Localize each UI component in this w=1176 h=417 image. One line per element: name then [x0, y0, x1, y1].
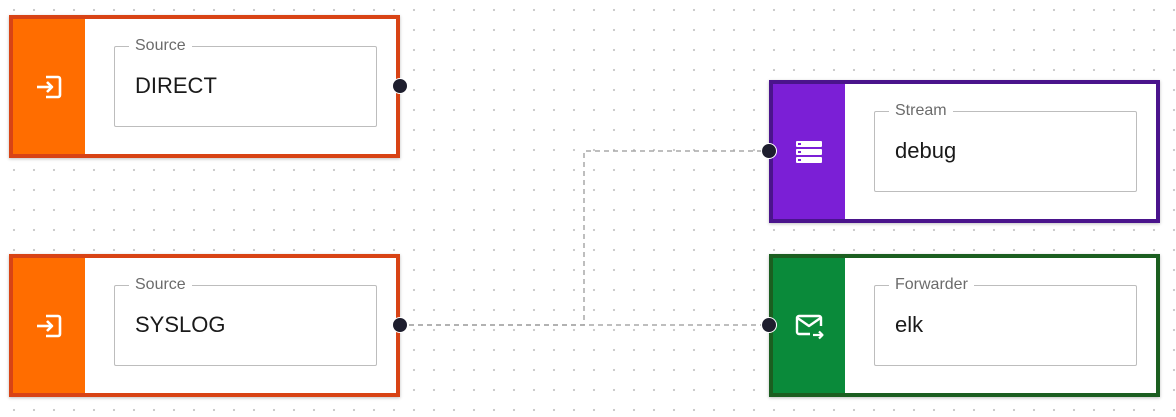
- field-label: Source: [129, 276, 192, 294]
- stream-debug-input-handle[interactable]: [761, 143, 777, 159]
- source-field[interactable]: Source SYSLOG: [114, 276, 377, 366]
- source-direct-output-handle[interactable]: [392, 78, 408, 94]
- field-value: DIRECT: [135, 73, 217, 98]
- node-icon-panel: [13, 258, 85, 393]
- forwarder-elk-input-handle[interactable]: [761, 317, 777, 333]
- field-value: elk: [895, 312, 924, 337]
- stream-node-debug[interactable]: Stream debug: [769, 80, 1160, 223]
- field-label: Source: [129, 37, 192, 55]
- login-icon: [37, 75, 62, 98]
- storage-list-icon: [796, 140, 822, 163]
- field-value: SYSLOG: [135, 312, 226, 337]
- forwarder-node-elk[interactable]: Forwarder elk: [769, 254, 1160, 397]
- stream-field[interactable]: Stream debug: [874, 102, 1137, 192]
- field-label: Stream: [889, 102, 953, 120]
- node-icon-panel: [773, 258, 845, 393]
- edge-syslog-to-stream[interactable]: [400, 150, 769, 326]
- field-label: Forwarder: [889, 276, 974, 294]
- field-value: debug: [895, 138, 957, 163]
- source-node-direct[interactable]: Source DIRECT: [9, 15, 400, 158]
- login-icon: [37, 314, 62, 337]
- source-field[interactable]: Source DIRECT: [114, 37, 377, 127]
- forward-mail-icon: [795, 314, 824, 339]
- node-icon-panel: [13, 19, 85, 154]
- source-syslog-output-handle[interactable]: [392, 317, 408, 333]
- forwarder-field[interactable]: Forwarder elk: [874, 276, 1137, 366]
- source-node-syslog[interactable]: Source SYSLOG: [9, 254, 400, 397]
- node-icon-panel: [773, 84, 845, 219]
